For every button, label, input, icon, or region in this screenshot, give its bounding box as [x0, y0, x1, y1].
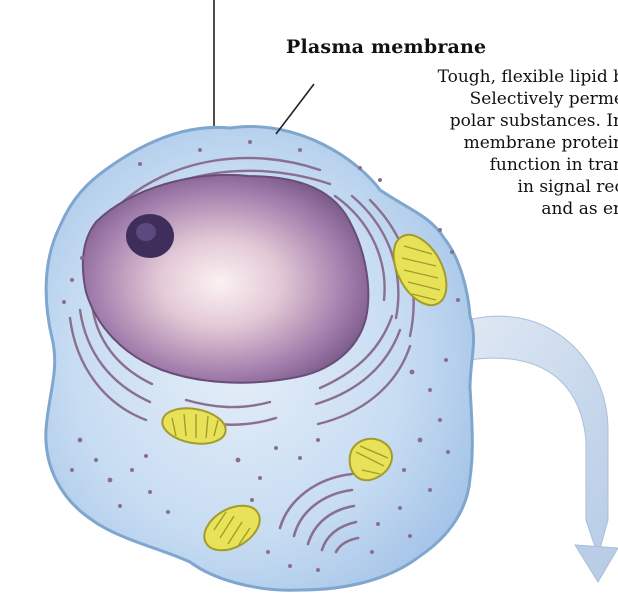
nucleolus-highlight [136, 223, 156, 241]
description-line-6: in signal rec [518, 176, 618, 198]
flow-arrow [468, 316, 608, 556]
plasma-membrane-title: Plasma membrane [286, 36, 486, 58]
description-line-4: membrane protein [464, 132, 618, 154]
leader-line-membrane [276, 84, 314, 134]
description-line-3: polar substances. In [450, 110, 618, 132]
description-line-1: Tough, flexible lipid b [438, 66, 618, 88]
description-line-7: and as en [541, 198, 618, 220]
description-line-2: Selectively perme [470, 88, 618, 110]
flow-arrow-head [575, 545, 618, 582]
description-line-5: function in tran [490, 154, 618, 176]
